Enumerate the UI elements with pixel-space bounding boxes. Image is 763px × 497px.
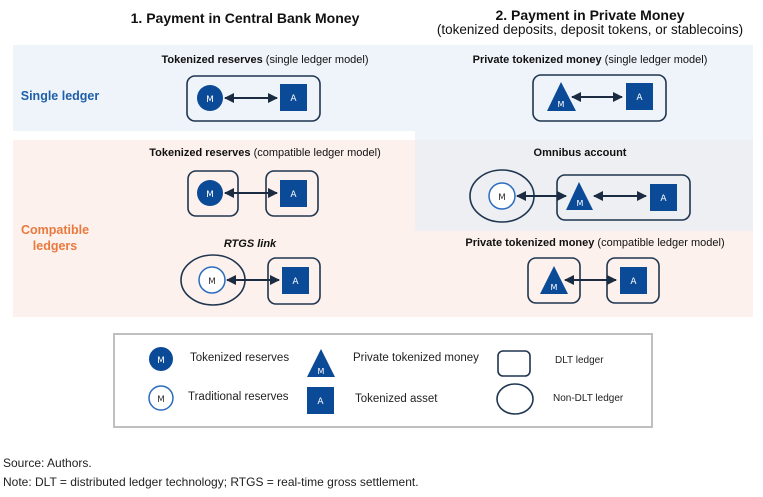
legend-tokenized-asset-icon: A: [307, 387, 334, 414]
money-symbol: M: [318, 367, 325, 376]
panel-title-bold: Private tokenized money: [472, 54, 602, 66]
panel-title-rest: (compatible ledger model): [594, 237, 725, 249]
money-symbol: M: [157, 356, 165, 366]
dlt-ledger-box: [186, 75, 321, 122]
abbreviation-note: Note: DLT = distributed ledger technolog…: [3, 475, 419, 489]
row-label-compatible-ledgers: Compatible ledgers: [10, 222, 100, 254]
band-separator: [13, 131, 415, 140]
legend-symbols: M M M A: [148, 347, 534, 415]
legend-traditional-reserves-icon: M: [148, 385, 174, 411]
asset-symbol: A: [290, 94, 297, 104]
asset-symbol: A: [290, 190, 297, 200]
private-tokenized-money-icon: M: [566, 182, 593, 210]
tokenized-reserves-icon: M: [197, 180, 223, 206]
panel-title-tokenized-reserves-compatible: Tokenized reserves (compatible ledger mo…: [100, 147, 430, 159]
legend-dlt-ledger-icon: [497, 350, 531, 377]
panel-title-rest: (single ledger model): [262, 54, 369, 66]
legend: M M M A Tokenized reserves Traditional r…: [113, 333, 653, 428]
panel-title-bold: Tokenized reserves: [149, 147, 251, 159]
panel-title-bold: Private tokenized money: [465, 237, 595, 249]
row-label-compatible-line2: ledgers: [32, 239, 78, 253]
panel-tokenized-reserves-single: M A: [186, 75, 321, 122]
money-symbol: M: [208, 277, 216, 287]
panel-tokenized-reserves-compatible: M A: [187, 170, 319, 217]
private-tokenized-money-icon: M: [547, 82, 576, 111]
panel-title-omnibus-account: Omnibus account: [430, 147, 730, 159]
omnibus-band: [415, 140, 753, 231]
asset-symbol: A: [292, 277, 299, 287]
diagram-canvas: M A M A M A: [180, 74, 691, 306]
traditional-reserves-icon: M: [198, 266, 226, 294]
money-symbol: M: [206, 95, 214, 105]
asset-symbol: A: [636, 93, 643, 103]
legend-non-dlt-ledger-icon: [496, 383, 534, 415]
panel-rtgs-link: M A: [180, 254, 321, 306]
panel-private-tokenized-single: M A: [532, 74, 667, 122]
band-separator-right: [415, 131, 753, 140]
legend-label-traditional-reserves: Traditional reserves: [188, 391, 289, 403]
money-symbol: M: [551, 283, 558, 292]
panel-title-tokenized-reserves-single: Tokenized reserves (single ledger model): [120, 54, 410, 66]
money-symbol: M: [498, 193, 506, 203]
tokenized-asset-icon: A: [620, 267, 647, 294]
panel-title-rest: (compatible ledger model): [250, 147, 381, 159]
asset-symbol: A: [317, 397, 324, 407]
legend-label-non-dlt-ledger: Non-DLT ledger: [553, 393, 624, 404]
legend-label-tokenized-reserves: Tokenized reserves: [190, 352, 290, 364]
legend-private-tokenized-money-icon: M: [307, 349, 335, 377]
money-symbol: M: [206, 190, 214, 200]
money-symbol: M: [558, 100, 565, 109]
asset-symbol: A: [660, 194, 667, 204]
panel-title-private-tokenized-single: Private tokenized money (single ledger m…: [445, 54, 735, 66]
tokenized-asset-icon: A: [626, 83, 653, 110]
asset-symbol: A: [630, 277, 637, 287]
row-label-compatible-line1: Compatible: [20, 223, 90, 237]
column-subtitle-private-money: (tokenized deposits, deposit tokens, or …: [436, 22, 744, 37]
tokenized-reserves-icon: M: [197, 85, 223, 111]
tokenized-asset-icon: A: [280, 180, 307, 207]
dlt-ledger-box: [532, 74, 667, 122]
legend-label-tokenized-asset: Tokenized asset: [355, 393, 438, 405]
private-tokenized-money-icon: M: [540, 266, 568, 294]
legend-label-private-tokenized-money: Private tokenized money: [353, 352, 479, 364]
panel-title-private-tokenized-compatible: Private tokenized money (compatible ledg…: [430, 237, 760, 249]
panel-title-rtgs-link: RTGS link: [160, 238, 340, 250]
column-title-central-bank: 1. Payment in Central Bank Money: [130, 10, 360, 26]
legend-label-dlt-ledger: DLT ledger: [555, 355, 604, 366]
money-symbol: M: [157, 395, 165, 405]
panel-title-italic: RTGS link: [223, 238, 277, 250]
column-title-private-money: 2. Payment in Private Money: [495, 7, 685, 23]
tokenized-asset-icon: A: [280, 84, 307, 111]
legend-tokenized-reserves-icon: M: [149, 347, 173, 371]
tokenized-asset-icon: A: [282, 267, 309, 294]
panel-title-rest: (single ledger model): [601, 54, 708, 66]
source-note: Source: Authors.: [3, 456, 92, 470]
tokenized-asset-icon: A: [650, 184, 677, 211]
panel-private-tokenized-compatible: M A: [527, 257, 660, 304]
money-symbol: M: [577, 199, 584, 208]
panel-omnibus-account: M M A: [469, 169, 691, 223]
panel-title-bold: Omnibus account: [533, 147, 627, 159]
panel-title-bold: Tokenized reserves: [161, 54, 263, 66]
traditional-reserves-icon: M: [488, 182, 516, 210]
row-label-single-ledger: Single ledger: [20, 89, 100, 103]
